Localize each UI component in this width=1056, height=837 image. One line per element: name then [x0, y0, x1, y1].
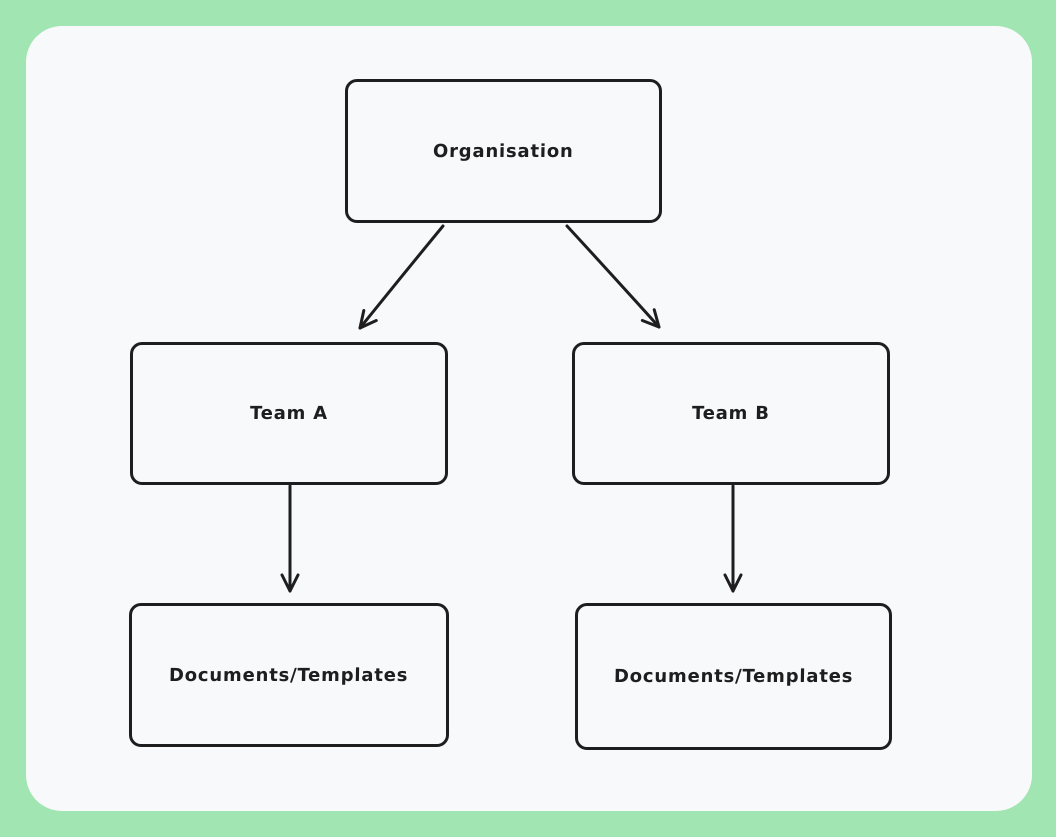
node-team-a-label: Team A — [249, 403, 329, 424]
diagram-canvas — [26, 26, 1032, 811]
node-organisation[interactable]: Organisation — [345, 79, 662, 223]
node-organisation-label: Organisation — [433, 140, 574, 162]
node-team-a[interactable]: Team A — [130, 342, 448, 485]
node-documents-templates-a[interactable]: Documents/Templates — [129, 603, 449, 747]
node-team-b[interactable]: Team B — [572, 342, 890, 485]
node-team-b-label: Team B — [691, 403, 771, 424]
node-documents-templates-a-label: Documents/Templates — [169, 664, 409, 686]
node-documents-templates-b-label: Documents/Templates — [613, 666, 854, 687]
node-documents-templates-b[interactable]: Documents/Templates — [575, 603, 892, 750]
